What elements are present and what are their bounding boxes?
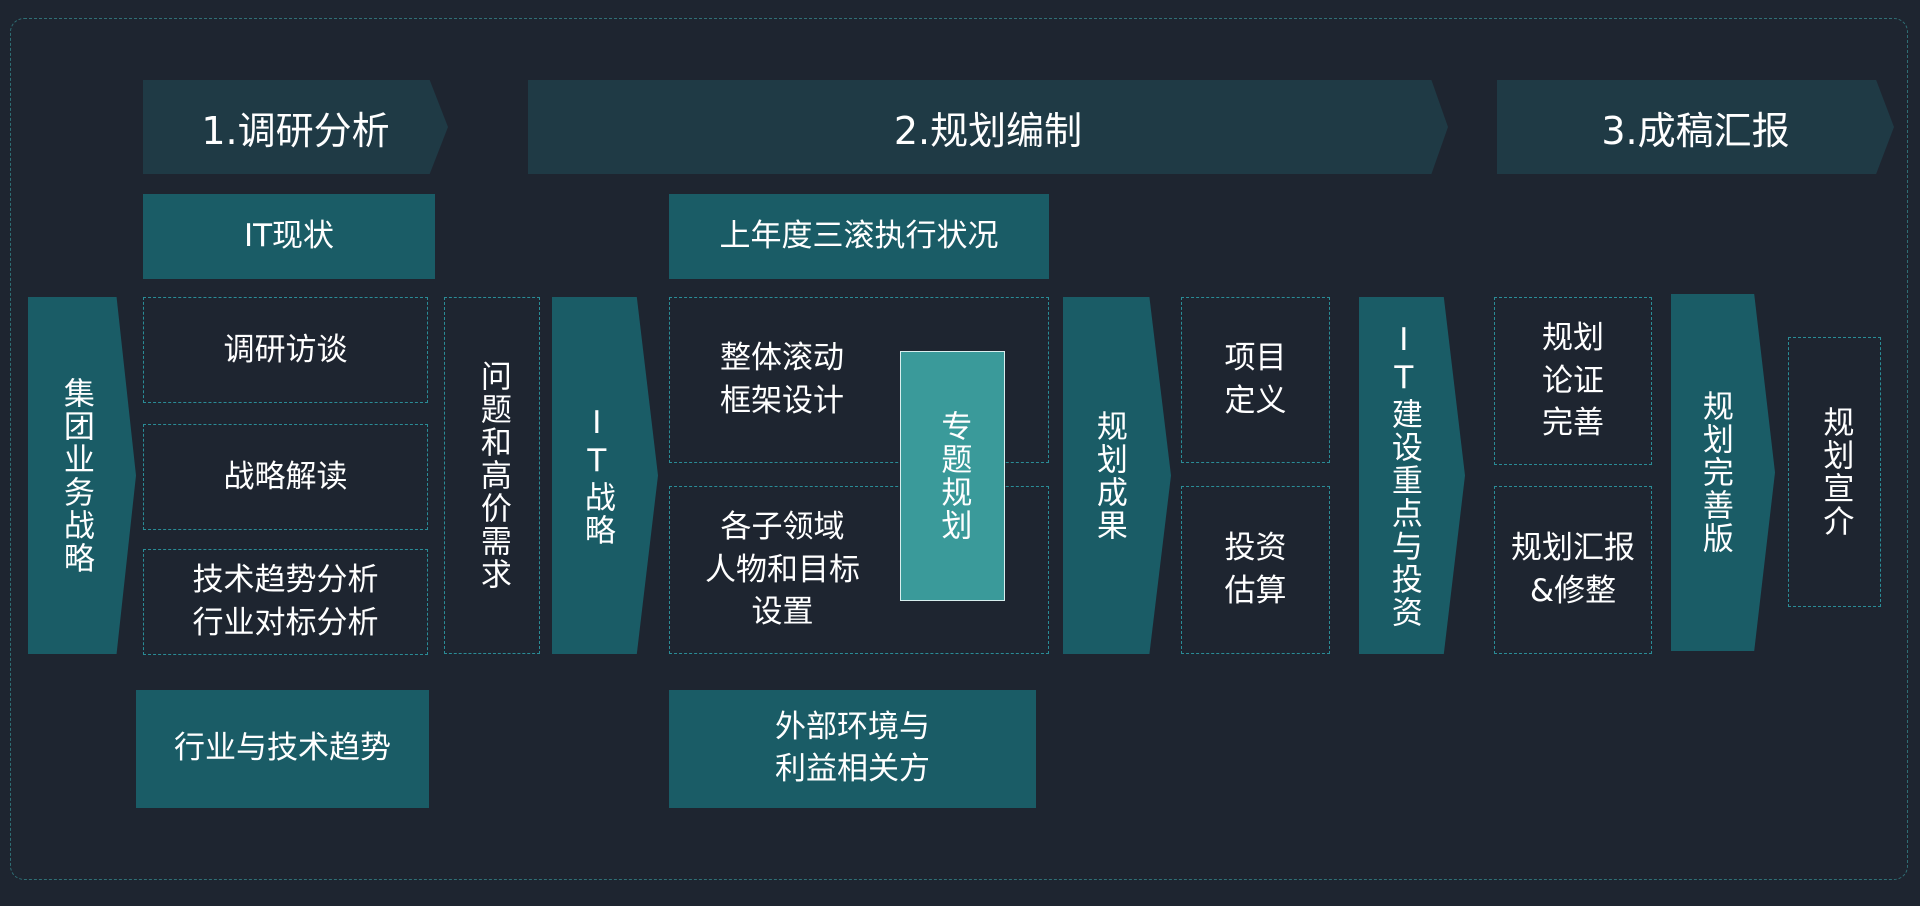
issues-demand-box: 问题和高价需求 — [444, 297, 540, 654]
trend-analysis-box: 技术趋势分析 行业对标分析 — [143, 549, 428, 655]
external-env-box: 外部环境与 利益相关方 — [669, 690, 1036, 808]
plan-argument-box: 规划 论证 完善 — [1494, 297, 1652, 465]
group-strategy-label: 集团业务战略 — [57, 376, 94, 575]
project-definition-label: 项目 定义 — [1224, 340, 1287, 419]
industry-trend-box: 行业与技术趋势 — [136, 690, 429, 808]
plan-promote-label: 规划宣介 — [1817, 406, 1854, 538]
external-env-label: 外部环境与 利益相关方 — [775, 709, 930, 787]
phase-label: 2.规划编制 — [893, 108, 1083, 153]
phase-header-research: 1.调研分析 — [143, 80, 448, 174]
framework-design-label: 整体滚动 框架设计 — [720, 340, 844, 419]
interview-label: 调研访谈 — [223, 331, 348, 368]
plan-final-label: 规划完善版 — [1696, 390, 1733, 555]
plan-report-box: 规划汇报 &修整 — [1494, 486, 1652, 654]
investment-estimate-label: 投资 估算 — [1224, 530, 1287, 609]
planning-result-label: 规划成果 — [1090, 409, 1127, 542]
phase-label: 3.成稿汇报 — [1601, 108, 1790, 153]
trend-analysis-label: 技术趋势分析 行业对标分析 — [192, 562, 379, 641]
interview-box: 调研访谈 — [143, 297, 428, 403]
special-planning-box: 专题规划 — [900, 351, 1005, 601]
it-status-box: IT现状 — [143, 194, 435, 279]
project-definition-box: 项目 定义 — [1181, 297, 1330, 463]
framework-design-box: 整体滚动 框架设计 — [669, 297, 1049, 463]
outer-frame — [10, 18, 1908, 880]
industry-trend-label: 行业与技术趋势 — [174, 730, 391, 767]
phase-label: 1.调研分析 — [201, 108, 390, 153]
investment-estimate-box: 投资 估算 — [1181, 486, 1330, 654]
phase-header-report: 3.成稿汇报 — [1497, 80, 1894, 174]
group-strategy-arrow: 集团业务战略 — [28, 297, 136, 654]
planning-result-arrow: 规划成果 — [1063, 297, 1171, 654]
it-strategy-arrow: IT战略 — [552, 297, 658, 654]
strategy-reading-label: 战略解读 — [223, 458, 348, 495]
it-focus-invest-arrow: IT建设重点与投资 — [1359, 297, 1465, 654]
last-year-status-label: 上年度三滚执行状况 — [719, 217, 999, 254]
it-focus-invest-label: IT建设重点与投资 — [1385, 322, 1422, 629]
plan-final-arrow: 规划完善版 — [1671, 294, 1775, 651]
phase-header-planning: 2.规划编制 — [528, 80, 1448, 174]
plan-promote-box: 规划宣介 — [1788, 337, 1881, 607]
it-status-label: IT现状 — [243, 217, 335, 254]
special-planning-label: 专题规划 — [935, 410, 972, 542]
it-strategy-label: IT战略 — [578, 404, 615, 547]
plan-argument-label: 规划 论证 完善 — [1542, 319, 1604, 442]
domain-goals-label: 各子领域 人物和目标 设置 — [705, 508, 860, 631]
domain-goals-box: 各子领域 人物和目标 设置 — [669, 486, 1049, 654]
plan-report-label: 规划汇报 &修整 — [1511, 530, 1635, 609]
last-year-status-box: 上年度三滚执行状况 — [669, 194, 1049, 279]
issues-demand-label: 问题和高价需求 — [474, 360, 511, 591]
strategy-reading-box: 战略解读 — [143, 424, 428, 530]
